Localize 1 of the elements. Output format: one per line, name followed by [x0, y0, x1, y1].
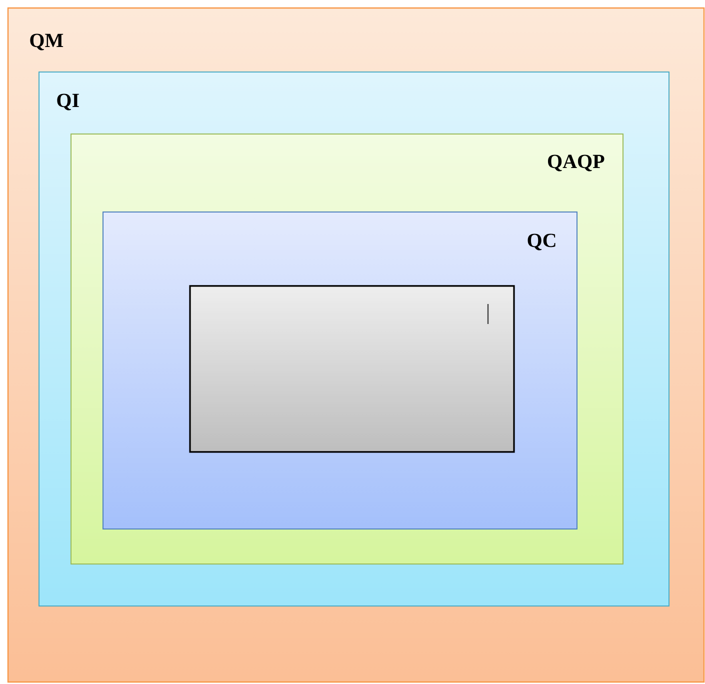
empty-box: [189, 285, 515, 453]
